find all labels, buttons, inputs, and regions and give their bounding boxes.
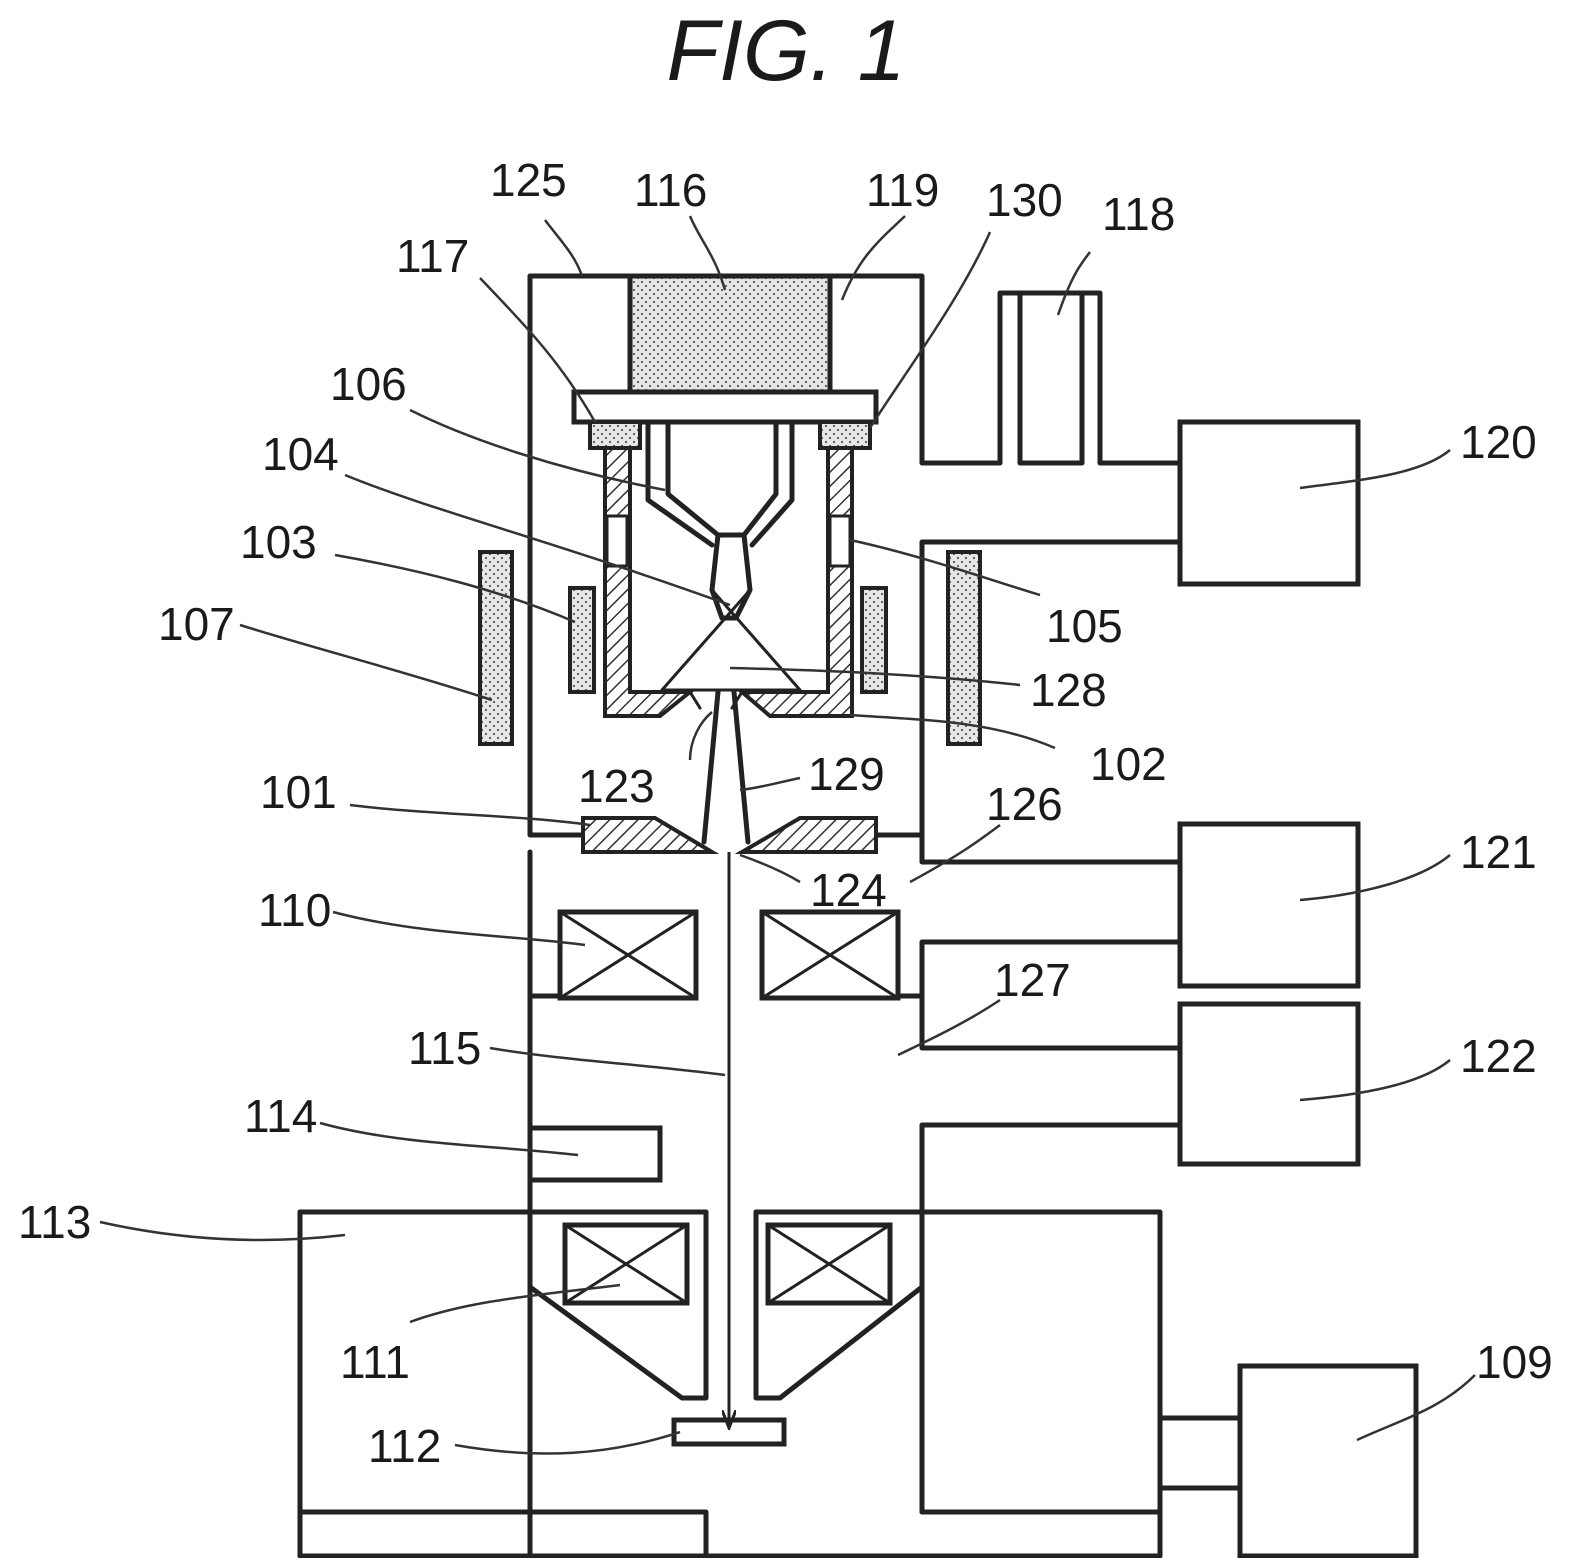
label-110: 110 (258, 884, 331, 936)
label-116: 116 (634, 164, 707, 216)
cold-head (630, 276, 830, 392)
label-109: 109 (1476, 1336, 1553, 1388)
inner-coil-right (862, 588, 886, 692)
label-124: 124 (810, 864, 887, 916)
label-120: 120 (1460, 416, 1537, 468)
label-127: 127 (994, 954, 1071, 1006)
label-113: 113 (18, 1196, 91, 1248)
label-117: 117 (396, 230, 469, 282)
pump-122 (1180, 1004, 1358, 1164)
outer-magnet-left (480, 552, 512, 744)
label-101: 101 (260, 766, 337, 818)
aperture-plate-right (742, 818, 876, 852)
pump-120 (1180, 422, 1358, 584)
support-block-left (590, 422, 640, 448)
label-129: 129 (808, 748, 885, 800)
pump-121 (1180, 824, 1358, 986)
deflector-114 (530, 1128, 660, 1180)
label-119: 119 (866, 164, 939, 216)
label-128: 128 (1030, 664, 1107, 716)
label-125: 125 (490, 154, 567, 206)
emitter-filament (662, 590, 800, 690)
label-114: 114 (244, 1090, 317, 1142)
cup-window-right (830, 516, 850, 566)
pump-109 (1240, 1366, 1416, 1556)
outer-magnet-right (948, 552, 980, 744)
label-126: 126 (986, 778, 1063, 830)
label-111: 111 (340, 1336, 410, 1388)
label-105: 105 (1046, 600, 1123, 652)
label-118: 118 (1102, 188, 1175, 240)
support-block-right (820, 422, 870, 448)
label-106: 106 (330, 358, 407, 410)
label-103: 103 (240, 516, 317, 568)
label-107: 107 (158, 598, 235, 650)
cup-window-left (607, 516, 627, 566)
label-122: 122 (1460, 1030, 1537, 1082)
label-112: 112 (368, 1420, 441, 1472)
label-104: 104 (262, 428, 339, 480)
emitter-holder (648, 422, 792, 618)
figure-title: FIG. 1 (667, 3, 906, 99)
label-121: 121 (1460, 826, 1537, 878)
objective-lens-left (530, 1512, 706, 1558)
label-130: 130 (986, 174, 1063, 226)
label-123: 123 (578, 760, 655, 812)
gas-inlet-tube (1020, 293, 1082, 463)
label-115: 115 (408, 1022, 481, 1074)
inner-coil-left (570, 588, 594, 692)
aperture-plate-left (583, 818, 712, 852)
label-102: 102 (1090, 738, 1167, 790)
extraction-electrode-cup-right (742, 448, 852, 716)
flange-plate (574, 392, 876, 422)
